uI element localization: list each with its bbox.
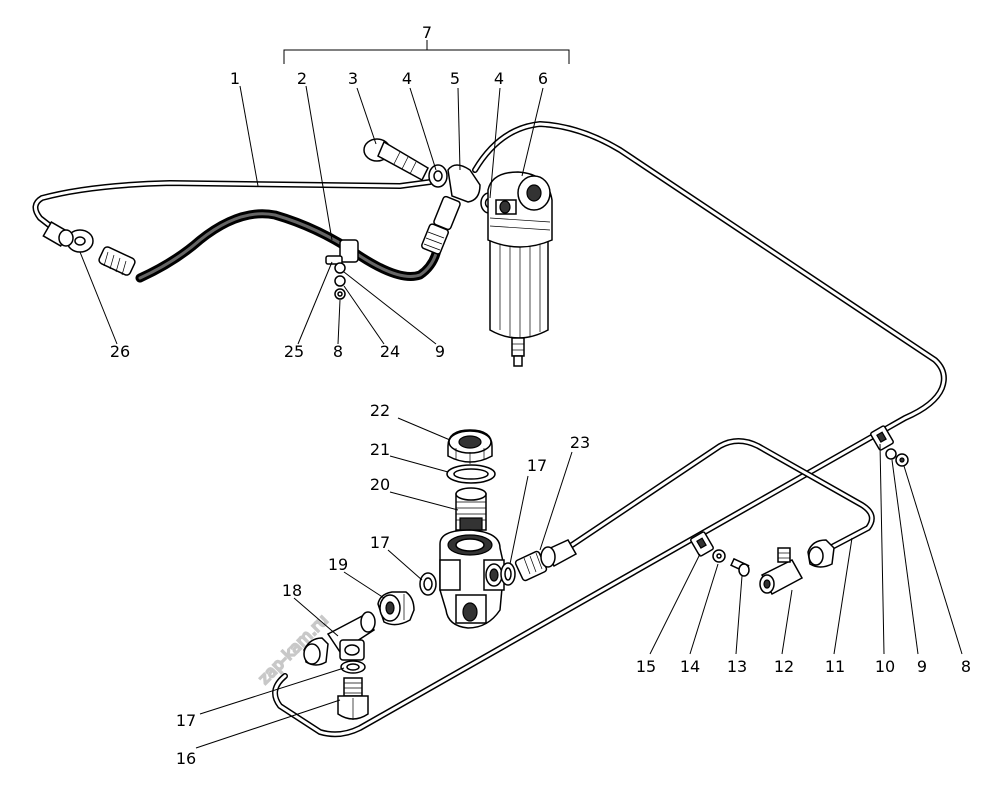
banjo-fitting-5 xyxy=(421,164,481,255)
cap-nut-22 xyxy=(447,429,493,464)
bolt-16 xyxy=(337,677,369,720)
washer-14 xyxy=(712,549,726,563)
screw-13 xyxy=(730,557,750,577)
filter-element-20 xyxy=(455,487,487,531)
banjo-bolt-3 xyxy=(363,138,429,182)
callout-14: 14 xyxy=(680,657,700,676)
leader-lines xyxy=(79,40,963,749)
valve-body xyxy=(439,529,505,629)
hollow-bolt-19 xyxy=(377,591,415,626)
callout-5: 5 xyxy=(450,69,460,88)
seal-ring-17-left xyxy=(419,572,437,596)
callout-13: 13 xyxy=(727,657,747,676)
callout-18: 18 xyxy=(282,581,302,600)
tee-fitting-12 xyxy=(759,547,804,596)
banjo-tee-18 xyxy=(303,611,376,666)
union-fitting-23 xyxy=(514,539,578,582)
gasket-21 xyxy=(446,464,496,484)
callout-17-right: 17 xyxy=(527,456,547,475)
left-union-26 xyxy=(42,221,136,276)
return-pipe xyxy=(272,121,947,738)
callout-labels: 7 1 2 3 4 5 4 6 26 25 8 24 9 22 21 20 17… xyxy=(110,23,971,768)
callout-4-right: 4 xyxy=(494,69,504,88)
callout-24: 24 xyxy=(380,342,400,361)
callout-4-left: 4 xyxy=(402,69,412,88)
washer-4-left xyxy=(428,164,448,188)
fuel-hose-2 xyxy=(135,209,443,283)
clamp-15 xyxy=(690,531,714,557)
callout-1: 1 xyxy=(230,69,240,88)
washer-9-right xyxy=(885,448,897,460)
callout-26: 26 xyxy=(110,342,130,361)
fuel-pipe-11 xyxy=(569,438,875,551)
callout-19: 19 xyxy=(328,555,348,574)
callout-8-bottom: 8 xyxy=(961,657,971,676)
union-nut-11 xyxy=(807,539,835,568)
callout-25: 25 xyxy=(284,342,304,361)
callout-9-bottom: 9 xyxy=(917,657,927,676)
fuel-pipe-1 xyxy=(32,179,433,235)
callout-23: 23 xyxy=(570,433,590,452)
callout-22: 22 xyxy=(370,401,390,420)
hose-clamp-25 xyxy=(325,239,359,300)
callout-16: 16 xyxy=(176,749,196,768)
callout-15: 15 xyxy=(636,657,656,676)
seal-ring-17-right xyxy=(500,562,516,586)
callout-2: 2 xyxy=(297,69,307,88)
washer-17-bottom xyxy=(340,660,366,674)
callout-6: 6 xyxy=(538,69,548,88)
fuel-filter-6 xyxy=(487,171,553,367)
callout-7: 7 xyxy=(422,23,432,42)
callout-10: 10 xyxy=(875,657,895,676)
callout-3: 3 xyxy=(348,69,358,88)
callout-20: 20 xyxy=(370,475,390,494)
callout-17-bottom: 17 xyxy=(176,711,196,730)
nut-8-right xyxy=(895,453,909,467)
callout-8-top: 8 xyxy=(333,342,343,361)
callout-21: 21 xyxy=(370,440,390,459)
clamp-10 xyxy=(870,425,894,451)
callout-9-top: 9 xyxy=(435,342,445,361)
callout-12: 12 xyxy=(774,657,794,676)
callout-17-left: 17 xyxy=(370,533,390,552)
callout-11: 11 xyxy=(825,657,845,676)
